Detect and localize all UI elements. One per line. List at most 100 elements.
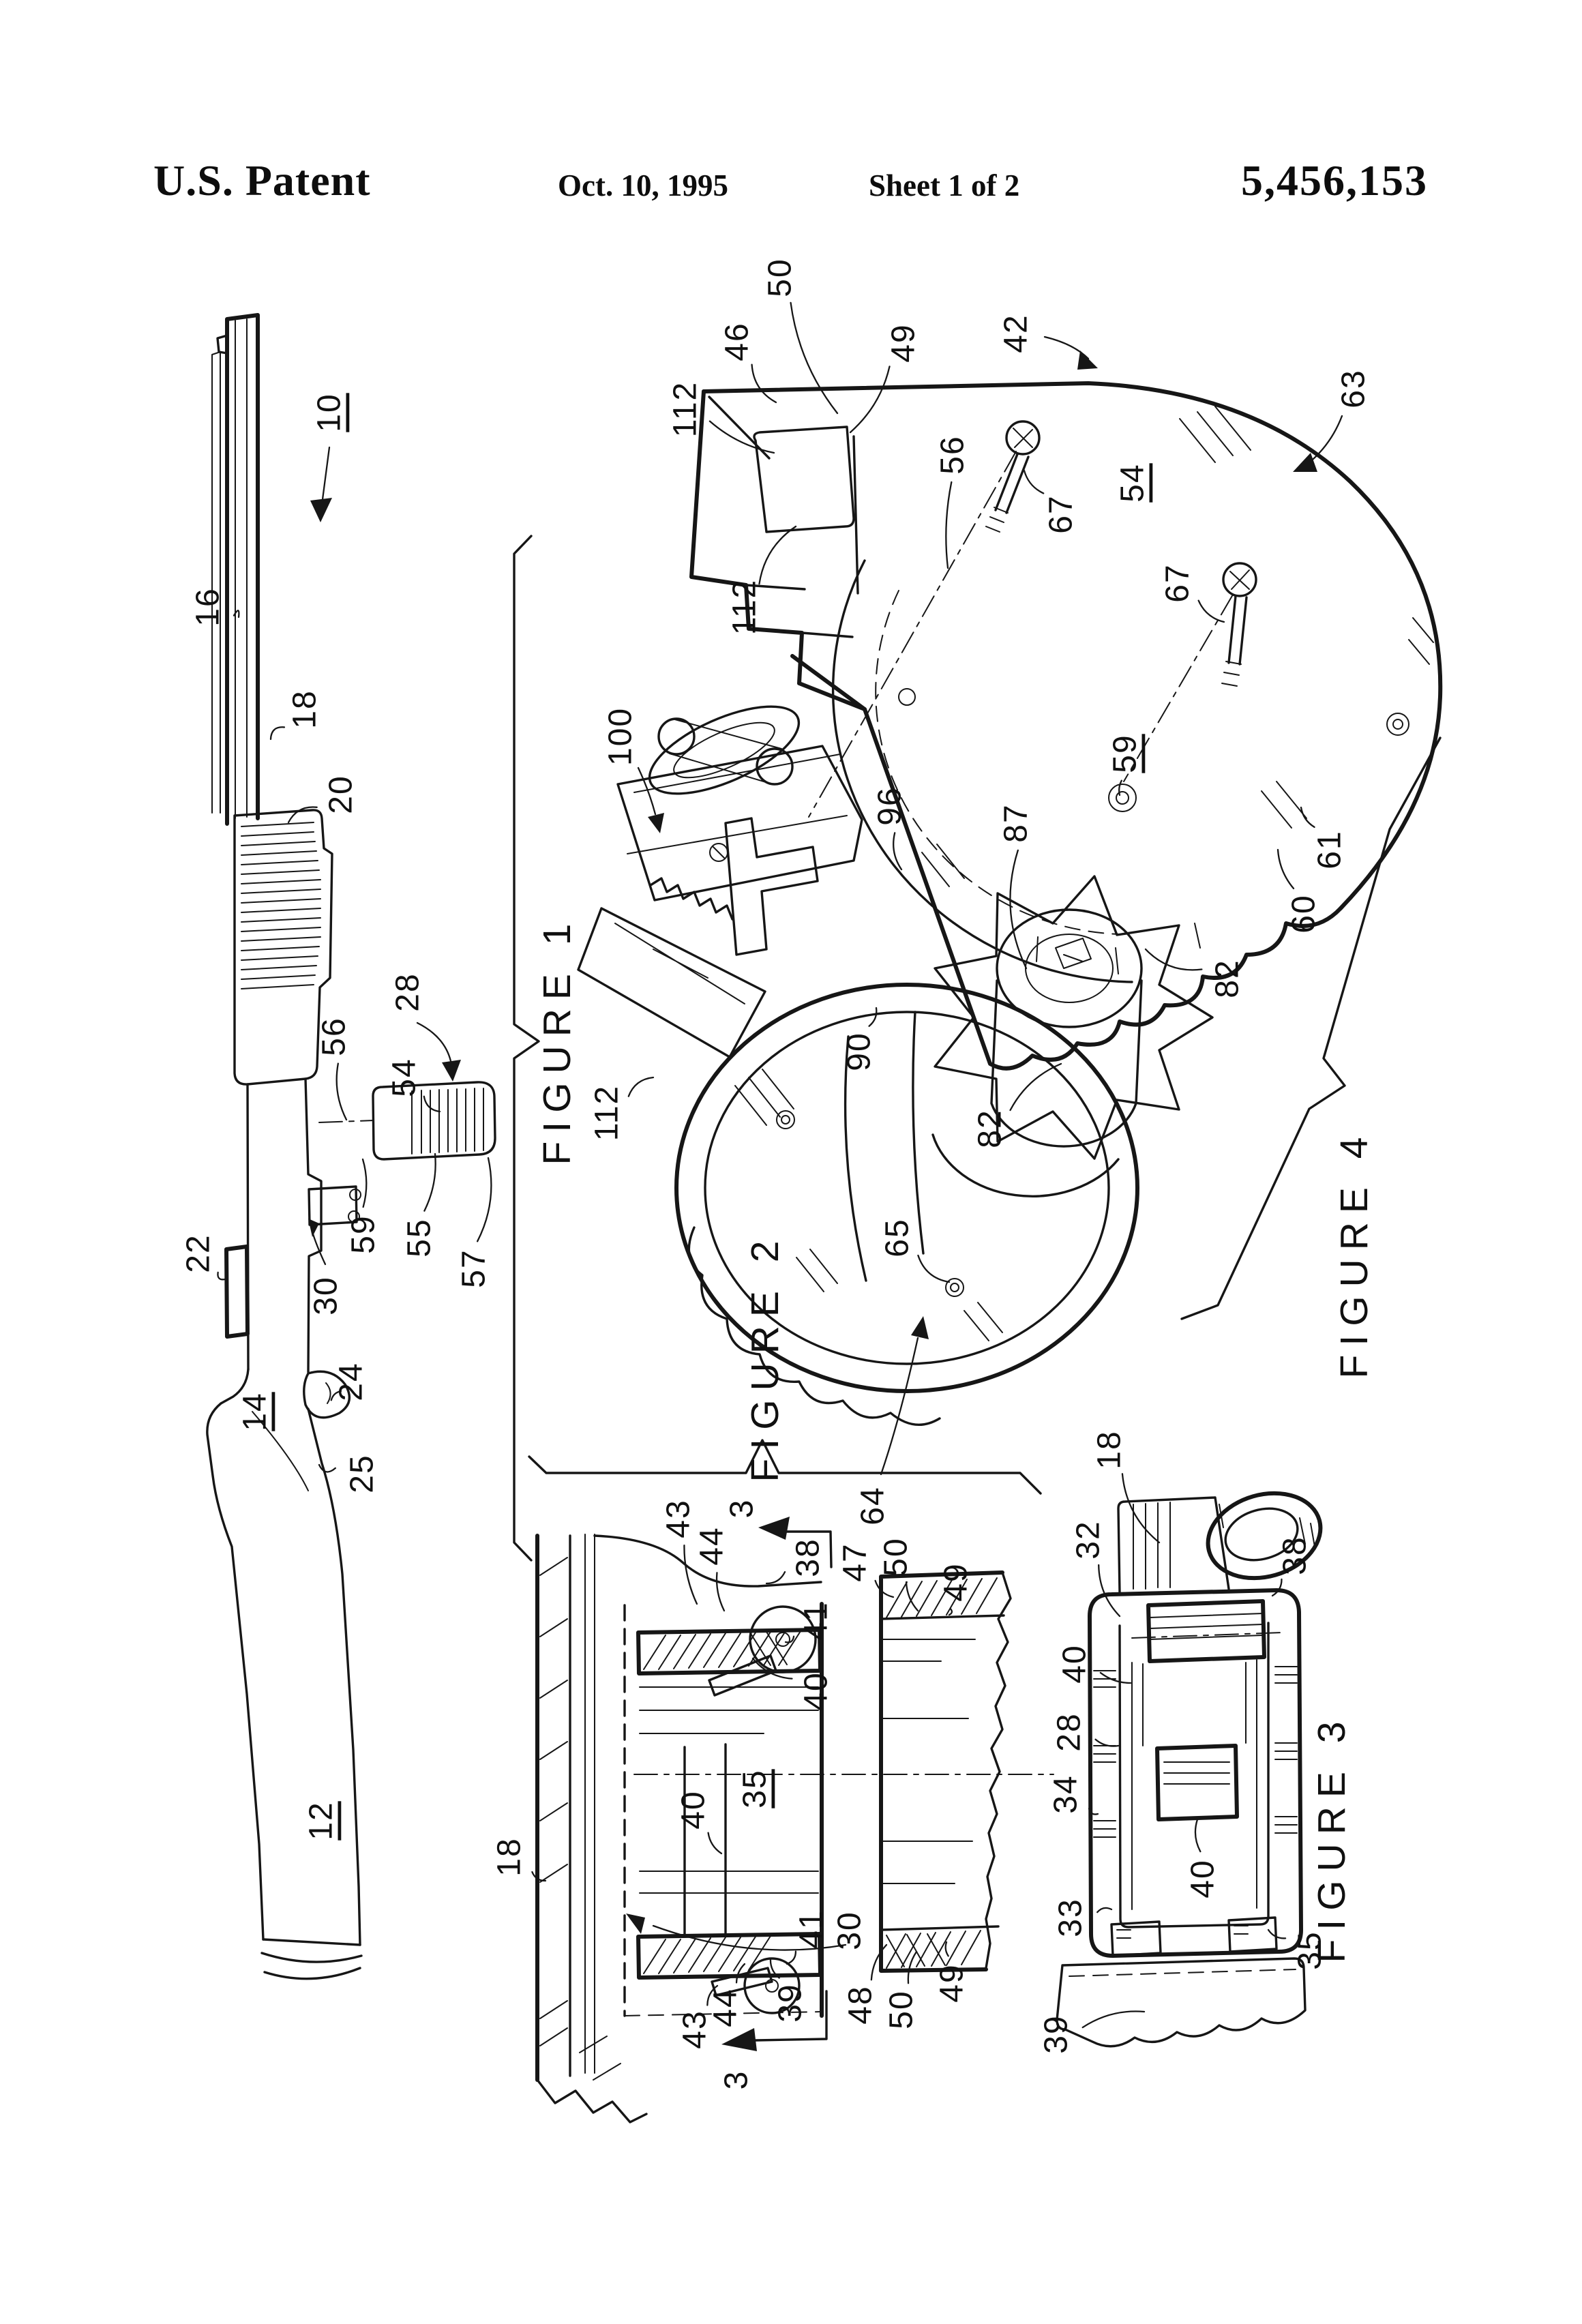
patent-header-date: Oct. 10, 1995 — [558, 168, 728, 203]
rotor-key-slot — [1055, 938, 1092, 969]
reference-numeral-67: 67 — [1043, 494, 1079, 533]
leader-line-90 — [868, 1007, 878, 1027]
rail-bar-top-hatch — [643, 1630, 801, 1670]
leader-line-82 — [1144, 948, 1203, 971]
figure-label-figure-2: FIGURE 2 — [743, 1232, 787, 1483]
clamp-plate-axis — [1131, 1632, 1284, 1639]
reference-numeral-30: 30 — [308, 1276, 344, 1315]
leader-line-112 — [627, 1076, 655, 1097]
reference-numeral-67: 67 — [1160, 563, 1196, 602]
reference-numeral-39: 39 — [773, 1983, 809, 2022]
rail-bar-bottom-hatch — [643, 1935, 771, 1974]
leader-line-38 — [1271, 1578, 1283, 1597]
figure-label-figure-1: FIGURE 1 — [535, 915, 579, 1165]
leader-line-28 — [1094, 1738, 1120, 1747]
figure2-bracket — [528, 1439, 1042, 1495]
leader-line-39 — [769, 1957, 780, 1979]
stock-block-18 — [1117, 1496, 1230, 1594]
leader-line-18 — [531, 1871, 547, 1882]
leader-line-55 — [423, 1152, 436, 1212]
leader-line-87 — [1009, 849, 1028, 970]
reference-numeral-30: 30 — [832, 1911, 868, 1950]
screw-67-lower-slot — [1229, 569, 1250, 590]
patent-header-sheet: Sheet 1 of 2 — [869, 168, 1020, 203]
reference-numeral-40: 40 — [676, 1790, 712, 1829]
clamp-screw-slot — [713, 846, 725, 859]
rail-piece-top-hatch — [886, 1577, 998, 1618]
arrow-30-curve — [311, 1230, 327, 1266]
reference-numeral-61: 61 — [1312, 830, 1348, 869]
reference-numeral-56: 56 — [935, 435, 971, 474]
rifle-stock-outline — [206, 1402, 361, 1946]
leader-line-39 — [1081, 2010, 1146, 2029]
reference-numeral-46: 46 — [719, 322, 756, 361]
screw-67-lower-shaft — [1227, 595, 1248, 666]
leader-line-67 — [1197, 599, 1225, 623]
rotor-cylinder-sides — [990, 979, 1143, 1148]
rifle-barrel-inner-lines — [211, 318, 248, 819]
reference-numeral-54: 54 — [1115, 463, 1151, 502]
feed-tower-outline — [689, 389, 867, 711]
clamp-link-pin-left — [657, 717, 696, 756]
clamp-roller — [648, 705, 801, 795]
reference-numeral-90: 90 — [841, 1032, 878, 1071]
reference-numeral-100: 100 — [603, 707, 639, 766]
plate-dashed-bottom-edge — [624, 2011, 822, 2016]
leader-line-49 — [944, 1941, 949, 1957]
housing-shading-hatch — [921, 406, 1434, 887]
leader-line-40 — [1099, 1671, 1132, 1684]
leader-line-57 — [476, 1157, 492, 1242]
section-line-bracket-top — [784, 1530, 833, 1568]
screw-67-lower-threads — [1221, 661, 1242, 687]
magazine-adapter-body — [372, 1081, 496, 1161]
reference-numeral-35: 35 — [1292, 1931, 1328, 1969]
leader-line-40 — [751, 1657, 793, 1680]
rifle-front-sight — [216, 334, 228, 355]
reference-numeral-50: 50 — [884, 1990, 920, 2029]
arrow-42-head — [1077, 351, 1098, 370]
leader-line-43 — [683, 1544, 698, 1605]
rail-piece-bottom-band — [880, 1925, 1000, 1931]
leader-line-41 — [786, 1950, 797, 1965]
clamp-base-plate-lines — [614, 923, 745, 1004]
bottom-feet — [1110, 1916, 1278, 1957]
leader-line-44 — [735, 1963, 746, 1984]
drum-shell-outer — [674, 983, 1139, 1393]
housing-hole-59 — [1108, 784, 1137, 812]
clamp-body-lines — [627, 754, 848, 854]
reference-numeral-87: 87 — [998, 803, 1034, 842]
drum-rivet-hole-left — [776, 1110, 795, 1129]
reference-numeral-59: 59 — [1107, 734, 1144, 773]
figure1-bracket — [513, 535, 540, 1562]
lever-top — [708, 1654, 777, 1697]
reference-numeral-49: 49 — [934, 1963, 970, 2002]
reference-numeral-43: 43 — [661, 1499, 697, 1538]
barrel-torn-edge — [536, 2079, 648, 2124]
reference-numeral-47: 47 — [837, 1543, 874, 1581]
leader-line-61 — [1300, 806, 1315, 829]
leader-line-49 — [948, 1608, 953, 1616]
adapter-axis-line — [318, 1120, 374, 1123]
leader-line-43 — [706, 1984, 719, 2006]
leader-lines-layer — [217, 301, 1315, 2029]
reference-numeral-38: 38 — [790, 1538, 826, 1577]
patent-header-title: U.S. Patent — [153, 156, 371, 205]
clamp-spring — [649, 877, 734, 921]
clamp-plate-lines — [1149, 1613, 1264, 1640]
arrow-100-curve — [637, 766, 657, 816]
clamp-base-plate — [577, 907, 766, 1058]
reference-numeral-38: 38 — [1277, 1536, 1313, 1575]
reference-numeral-49: 49 — [886, 323, 922, 362]
arrow-28-head — [442, 1060, 461, 1082]
rail-piece-edges — [879, 1570, 1004, 1973]
reference-numeral-57: 57 — [456, 1249, 492, 1287]
reference-numeral-12: 12 — [303, 1801, 340, 1840]
leader-line-20 — [287, 806, 318, 824]
torn-edge-hatch — [579, 2036, 621, 2081]
leader-line-67 — [1023, 469, 1045, 494]
screw-axis-lines — [808, 451, 1234, 818]
section-arrow-bottom — [721, 2028, 757, 2051]
clamp-body — [616, 745, 863, 902]
reference-numeral-22: 22 — [181, 1234, 217, 1272]
